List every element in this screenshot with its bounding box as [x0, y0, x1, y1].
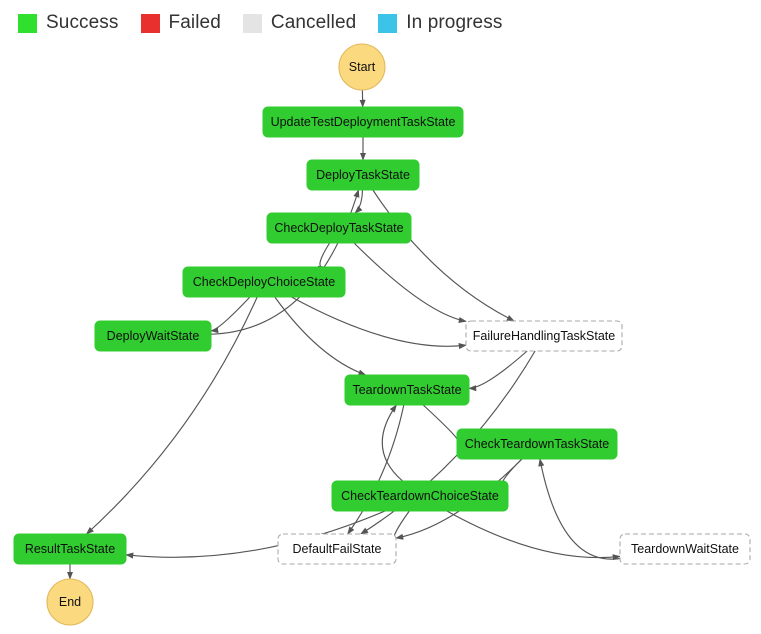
node-shape-failure: [465, 320, 623, 352]
node-shape-result: [13, 533, 127, 565]
legend-item-success: Success: [18, 12, 119, 34]
edge-failure-to-teardown: [468, 350, 528, 392]
node-shape-deploywait: [94, 320, 212, 352]
node-result[interactable]: ResultTaskState: [13, 533, 127, 565]
node-shape-tearchoice: [331, 480, 509, 512]
node-defaultfail[interactable]: DefaultFailState: [277, 533, 397, 565]
node-update[interactable]: UpdateTestDeploymentTaskState: [262, 106, 464, 138]
status-legend: Success Failed Cancelled In progress: [0, 0, 761, 46]
legend-label-failed: Failed: [168, 12, 221, 33]
legend-swatch-cancelled: [242, 13, 262, 33]
graph-canvas: StartUpdateTestDeploymentTaskStateDeploy…: [13, 43, 751, 626]
node-deploy[interactable]: DeployTaskState: [306, 159, 420, 191]
edge-checktear-to-defaultfail: [395, 458, 523, 540]
edge-deploychoice-to-failure: [291, 296, 467, 350]
node-tearwait[interactable]: TeardownWaitState: [619, 533, 751, 565]
edge-deploychoice-to-result: [85, 296, 258, 535]
edge-deploy-to-failure: [372, 189, 515, 322]
node-deploychoice[interactable]: CheckDeployChoiceState: [182, 266, 346, 298]
legend-swatch-success: [18, 13, 37, 33]
edge-checkdeploy-to-deploychoice: [317, 242, 331, 272]
legend-item-in-progress: In progress: [378, 12, 502, 34]
legend-swatch-failed: [140, 13, 160, 33]
edge-deploy-to-checkdeploy: [354, 189, 364, 214]
node-shape-tearwait: [619, 533, 751, 565]
node-shape-end: [46, 578, 94, 626]
node-start[interactable]: Start: [338, 43, 386, 91]
edge-deploychoice-to-deploywait: [210, 296, 251, 334]
edge-tearchoice-to-tearwait: [446, 510, 621, 561]
node-layer: StartUpdateTestDeploymentTaskStateDeploy…: [13, 43, 751, 626]
node-shape-teardown: [344, 374, 470, 406]
node-checkdeploy[interactable]: CheckDeployTaskState: [266, 212, 412, 244]
edge-tearchoice-to-teardown: [381, 404, 403, 482]
edge-checkdeploy-to-failure: [353, 242, 467, 323]
legend-label-cancelled: Cancelled: [270, 12, 357, 33]
edge-teardown-to-checktear: [422, 404, 465, 445]
edge-tearwait-to-checktear: [538, 458, 621, 560]
edge-deploychoice-to-teardown: [274, 296, 367, 376]
edge-tearchoice-to-defaultfail: [388, 510, 410, 543]
node-shape-deploychoice: [182, 266, 346, 298]
node-shape-checktear: [456, 428, 618, 460]
node-shape-deploy: [306, 159, 420, 191]
node-deploywait[interactable]: DeployWaitState: [94, 320, 212, 352]
edge-teardown-to-defaultfail: [347, 404, 405, 535]
legend-item-failed: Failed: [140, 12, 221, 34]
node-checktear[interactable]: CheckTeardownTaskState: [456, 428, 618, 460]
legend-item-cancelled: Cancelled: [242, 12, 357, 34]
legend-swatch-in-progress: [378, 13, 398, 33]
node-failure[interactable]: FailureHandlingTaskState: [465, 320, 623, 352]
legend-label-success: Success: [46, 12, 119, 33]
edge-deploywait-to-deploy: [210, 189, 360, 335]
node-shape-update: [262, 106, 464, 138]
legend-label-in-progress: In progress: [406, 12, 503, 33]
node-shape-start: [338, 43, 386, 91]
node-shape-defaultfail: [277, 533, 397, 565]
edge-tearchoice-to-result: [125, 510, 386, 559]
node-teardown[interactable]: TeardownTaskState: [344, 374, 470, 406]
node-end[interactable]: End: [46, 578, 94, 626]
node-shape-checkdeploy: [266, 212, 412, 244]
node-tearchoice[interactable]: CheckTeardownChoiceState: [331, 480, 509, 512]
